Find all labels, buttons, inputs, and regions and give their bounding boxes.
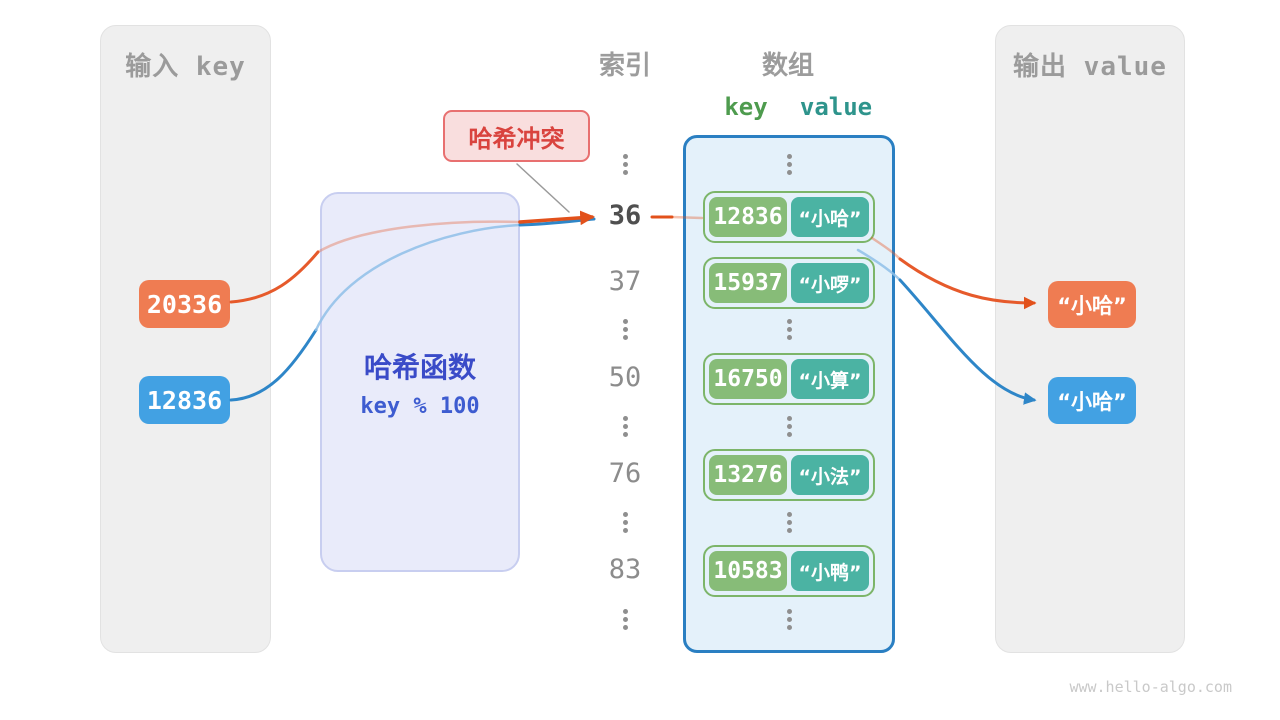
- key-subheader: key: [724, 93, 768, 121]
- vertical-ellipsis-icon: [782, 609, 796, 630]
- entry-value: “小鸭”: [791, 551, 869, 591]
- array-entry: 16750 “小算”: [703, 353, 875, 405]
- input-panel-title: 输入 key: [125, 52, 246, 82]
- index-column-header: 索引: [598, 51, 651, 81]
- entry-value: “小法”: [791, 455, 869, 495]
- index-value-36: 36: [608, 200, 642, 231]
- collision-connector-line: [516, 163, 570, 213]
- vertical-ellipsis-icon: [618, 609, 632, 630]
- hash-function-box: 哈希函数 key % 100: [320, 192, 520, 572]
- vertical-ellipsis-icon: [782, 416, 796, 437]
- entry-key: 15937: [709, 263, 787, 303]
- entry-value: “小啰”: [791, 263, 869, 303]
- array-entry: 15937 “小啰”: [703, 257, 875, 309]
- array-column-header: 数组: [761, 51, 814, 81]
- entry-key: 16750: [709, 359, 787, 399]
- hash-function-formula: key % 100: [360, 394, 480, 419]
- value-subheader: value: [799, 93, 873, 121]
- vertical-ellipsis-icon: [782, 154, 796, 175]
- vertical-ellipsis-icon: [618, 416, 632, 437]
- array-entry: 13276 “小法”: [703, 449, 875, 501]
- vertical-ellipsis-icon: [618, 319, 632, 340]
- output-panel-title: 输出 value: [1013, 52, 1167, 82]
- entry-key: 12836: [709, 197, 787, 237]
- index-value-76: 76: [608, 458, 642, 489]
- array-entry: 10583 “小鸭”: [703, 545, 875, 597]
- index-value-83: 83: [608, 554, 642, 585]
- entry-key: 10583: [709, 551, 787, 591]
- blue-merged-arrow: [518, 217, 596, 227]
- hash-collision-label: 哈希冲突: [443, 110, 590, 162]
- entry-value: “小哈”: [791, 197, 869, 237]
- output-panel: 输出 value: [995, 25, 1185, 653]
- entry-key: 13276: [709, 455, 787, 495]
- index-value-50: 50: [608, 362, 642, 393]
- output-value-blue: “小哈”: [1048, 377, 1136, 424]
- site-watermark: www.hello-algo.com: [1069, 678, 1232, 696]
- input-key-20336: 20336: [139, 280, 230, 328]
- output-value-orange: “小哈”: [1048, 281, 1136, 328]
- array-entry: 12836 “小哈”: [703, 191, 875, 243]
- input-panel: 输入 key: [100, 25, 271, 653]
- vertical-ellipsis-icon: [618, 512, 632, 533]
- vertical-ellipsis-icon: [782, 319, 796, 340]
- index-value-37: 37: [608, 266, 642, 297]
- input-key-12836: 12836: [139, 376, 230, 424]
- orange-arrow-to-36: [518, 210, 595, 226]
- vertical-ellipsis-icon: [618, 154, 632, 175]
- vertical-ellipsis-icon: [782, 512, 796, 533]
- hash-function-title: 哈希函数: [363, 351, 476, 384]
- entry-value: “小算”: [791, 359, 869, 399]
